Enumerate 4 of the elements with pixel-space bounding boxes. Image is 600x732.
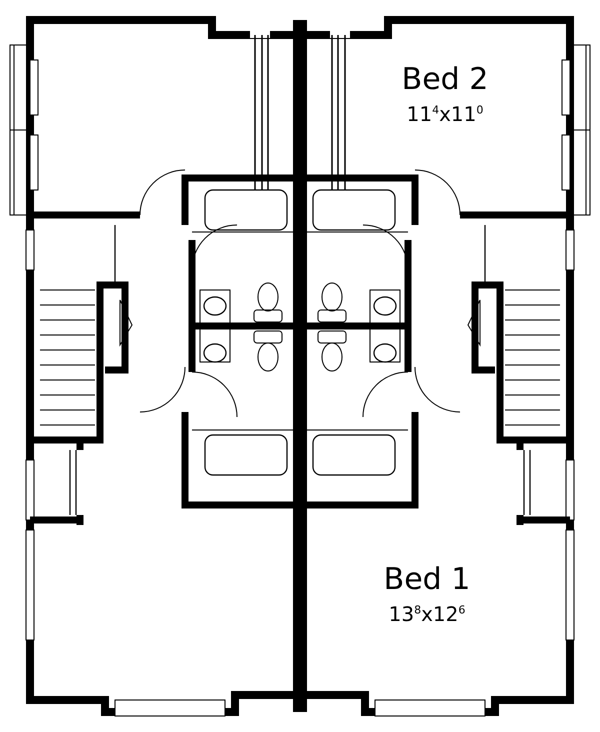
room-name: Bed 1 [384,562,470,597]
room-name: Bed 2 [402,62,488,97]
room-dimension: 11$^{4}$x11$^{0}$ [406,102,484,126]
room-dimension: 13$^{8}$x12$^{6}$ [388,602,466,626]
